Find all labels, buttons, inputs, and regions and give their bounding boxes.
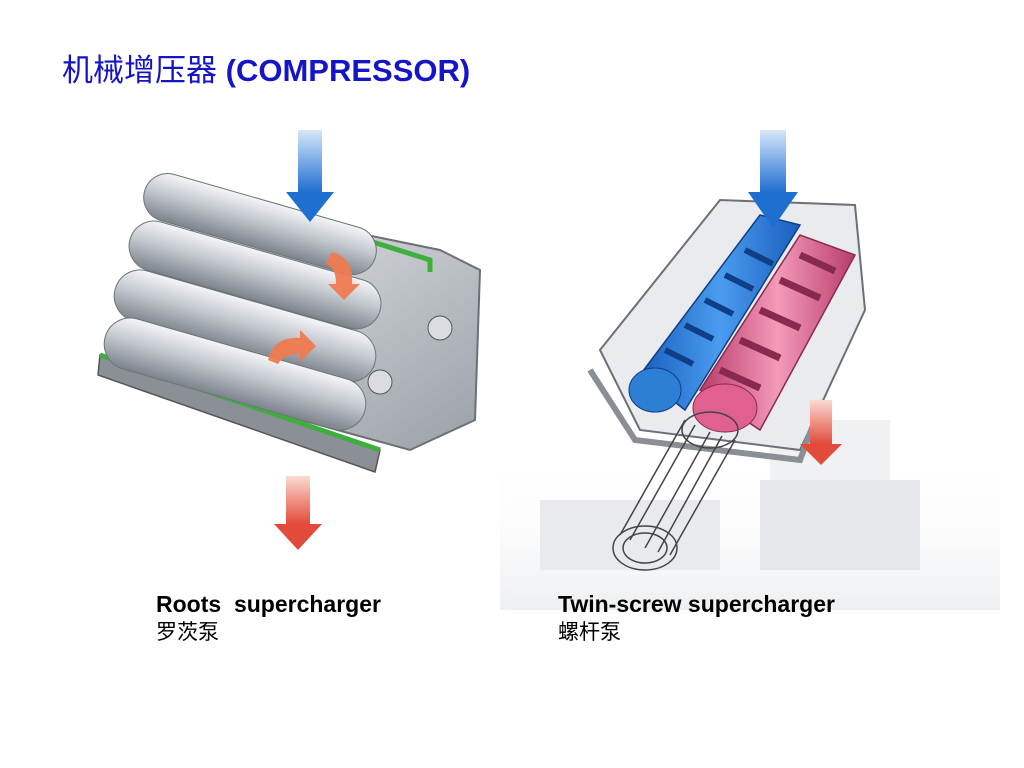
male-rotor xyxy=(628,214,802,413)
roots-caption-english: Roots supercharger xyxy=(156,591,381,617)
roots-caption: Roots supercharger 罗茨泵 xyxy=(156,590,381,645)
female-rotor xyxy=(692,234,857,433)
drive-shaft xyxy=(612,411,739,571)
roots-rotors xyxy=(103,173,453,431)
intake-arrow-icon xyxy=(286,130,334,222)
twin-screw-caption: Twin-screw supercharger 螺杆泵 xyxy=(558,590,835,645)
slide-title-english: (COMPRESSOR) xyxy=(225,53,471,88)
background-building-image xyxy=(500,420,1000,610)
exhaust-arrow-icon xyxy=(274,476,322,550)
twin-screw-caption-chinese: 螺杆泵 xyxy=(558,619,621,644)
slide-title-chinese: 机械增压器 xyxy=(62,53,217,89)
slide-title: 机械增压器 (COMPRESSOR) xyxy=(62,52,470,90)
exhaust-arrow-icon xyxy=(800,400,842,465)
roots-caption-chinese: 罗茨泵 xyxy=(156,619,219,644)
twin-screw-caption-english: Twin-screw supercharger xyxy=(558,591,835,617)
twin-screw-supercharger-illustration xyxy=(500,130,1000,610)
intake-arrow-icon xyxy=(748,130,798,228)
roots-supercharger-illustration xyxy=(97,130,482,550)
